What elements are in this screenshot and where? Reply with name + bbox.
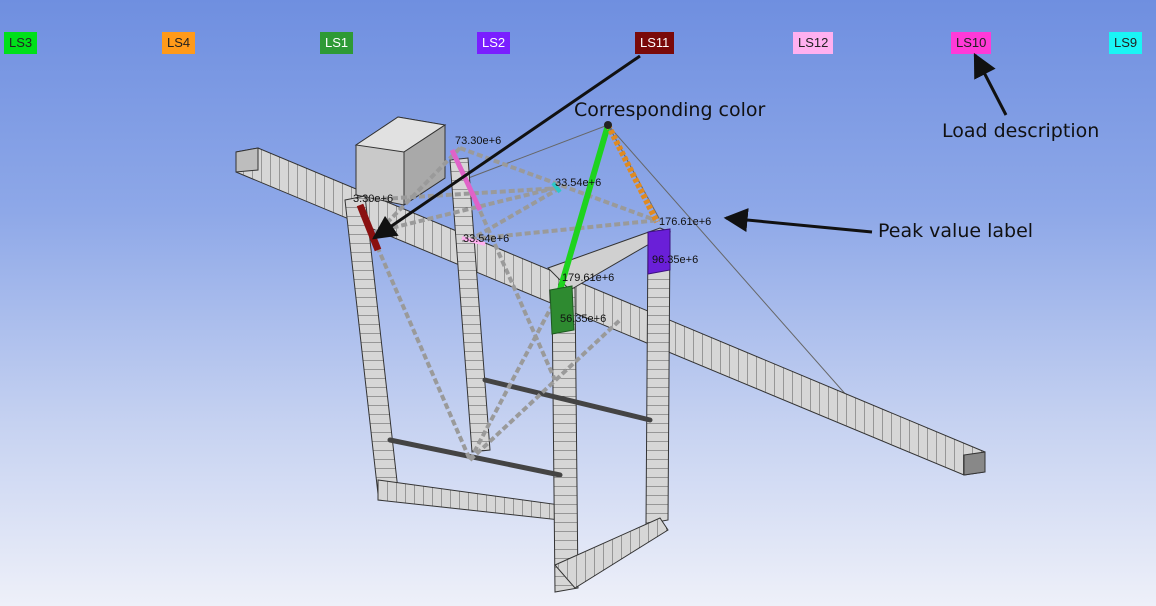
legend-ls2[interactable]: LS2: [477, 32, 511, 54]
ls9-brace: [551, 181, 562, 194]
legend-ls11[interactable]: LS11: [635, 32, 675, 54]
ls1-column: [549, 285, 575, 335]
annotation-arrows: [372, 52, 1008, 240]
load-description-arrow: [973, 52, 1008, 116]
ls2-column: [647, 228, 671, 275]
corresponding-color-arrow: [372, 54, 641, 240]
peak-value-arrow: [723, 208, 873, 234]
loaded-members: [356, 121, 671, 335]
ls11-brace: [356, 203, 382, 252]
legend-ls4[interactable]: LS4: [162, 32, 196, 54]
peak-label: 179.61e+6: [562, 272, 614, 284]
load-description-callout: Load description: [942, 120, 1100, 142]
legend-ls12[interactable]: LS12: [793, 32, 834, 54]
base-cross-beams: [387, 377, 653, 478]
peak-label: 73.30e+6: [455, 135, 501, 147]
peak-value-label-callout: Peak value label: [878, 220, 1034, 242]
legend-ls3[interactable]: LS3: [4, 32, 38, 54]
ls3-brace: [557, 124, 611, 291]
load-case-legend: LS3 LS4 LS1 LS2 LS11 LS12 LS10 LS9: [0, 0, 1156, 60]
machinery-house: [354, 116, 447, 206]
peak-label: 56.35e+6: [560, 313, 606, 325]
ls12-brace: [461, 236, 486, 246]
left-leg: [344, 157, 561, 521]
main-boom: [235, 147, 986, 476]
peak-label: 176.61e+6: [659, 216, 711, 228]
legend-ls1[interactable]: LS1: [320, 32, 354, 54]
ls10-brace: [449, 148, 483, 212]
peak-label: 96.35e+6: [652, 254, 698, 266]
legend-ls9[interactable]: LS9: [1109, 32, 1143, 54]
corresponding-color-callout: Corresponding color: [574, 99, 766, 121]
peak-label: 33.54e+6: [463, 233, 509, 245]
ls4-brace: [605, 123, 660, 224]
peak-labels: 73.30e+6 33.54e+6 176.61e+6 96.35e+6 33.…: [353, 135, 711, 325]
peak-label: 33.54e+6: [555, 177, 601, 189]
peak-label: 3.30e+6: [353, 193, 393, 205]
legend-ls10[interactable]: LS10: [951, 32, 992, 54]
